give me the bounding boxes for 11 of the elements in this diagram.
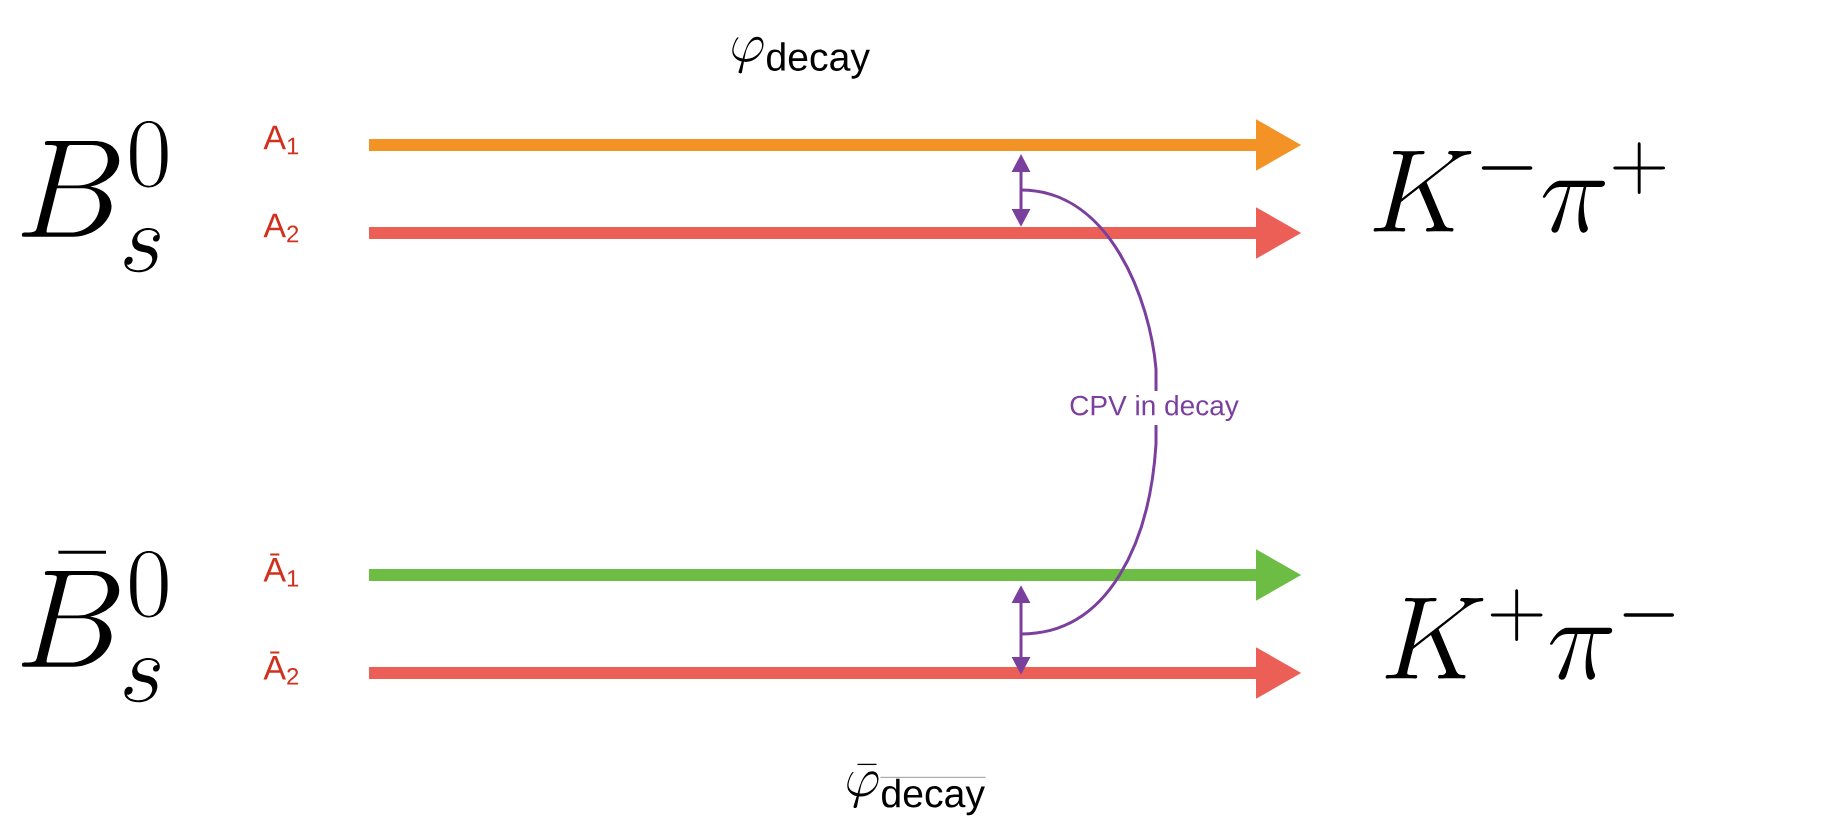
particle-formula: $K^+\pi^-$ xyxy=(1385,589,1675,680)
annotation-text: $\bar{\varphi}_{\overline{\mathsf{decay}}}$ xyxy=(847,763,986,816)
amplitude-label: Ā$_{1}$ xyxy=(263,553,299,587)
particle-formula: $\bar{B}_s^0$ xyxy=(21,550,168,703)
annotation-text: CPV in decay xyxy=(1065,390,1243,426)
annotation-text: $\varphi_{\mathsf{decay}}$ xyxy=(732,36,870,79)
amplitude-label: A$_{1}$ xyxy=(263,125,299,155)
particle-formula: $K^-\pi^+$ xyxy=(1373,142,1666,233)
particle-formula: $B_s^0$ xyxy=(21,121,168,273)
amplitude-label: A$_{2}$ xyxy=(263,213,299,243)
amplitude-label: Ā$_{2}$ xyxy=(263,651,299,685)
